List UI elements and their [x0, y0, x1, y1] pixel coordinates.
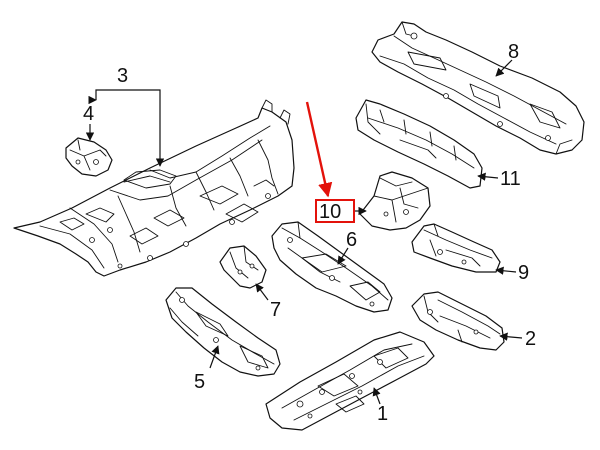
small-plate: [219, 245, 267, 289]
callout-11: 11: [500, 168, 521, 190]
callout-5: 5: [194, 371, 205, 393]
callout-2: 2: [525, 328, 536, 350]
side-member: [271, 221, 393, 313]
callout-9: 9: [518, 262, 529, 284]
rear-floor-panel: [355, 99, 483, 189]
callout-8: 8: [508, 41, 519, 63]
side-bracket: [411, 223, 501, 273]
lower-side-bracket: [411, 291, 505, 351]
callout-leaders: [85, 59, 523, 405]
callout-10: 10: [319, 201, 341, 223]
main-floor-pan: [13, 99, 295, 277]
small-bracket: [65, 137, 113, 177]
callout-1: 1: [377, 403, 388, 425]
center-bracket: [359, 171, 431, 231]
callout-6: 6: [346, 229, 357, 251]
callout-7: 7: [270, 299, 281, 321]
callout-4: 4: [83, 103, 94, 125]
front-side-member: [165, 287, 281, 377]
highlight-arrow: [305, 101, 333, 198]
highlight-box: [315, 199, 355, 223]
rear-cross-member: [371, 21, 585, 155]
callout-3: 3: [117, 65, 128, 87]
front-floor-panel: [265, 331, 435, 431]
